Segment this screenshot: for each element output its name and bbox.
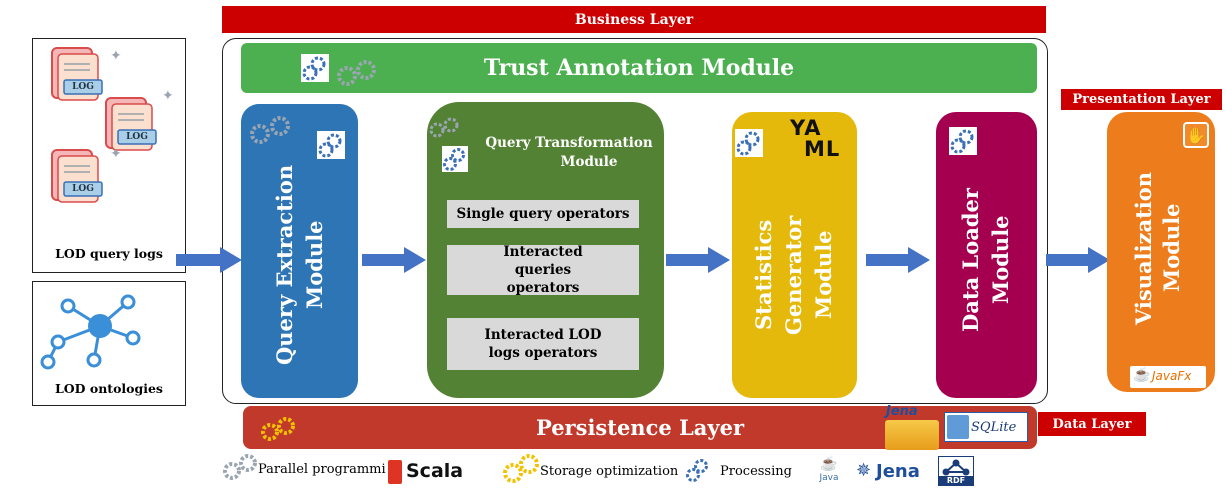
jena-label: Jena [886, 404, 918, 419]
hand-pointer-icon: ✋ [1183, 122, 1209, 148]
query-logs-label: LOD query logs [55, 245, 163, 261]
business-layer-label: Business Layer [574, 11, 694, 28]
arrow-icon [176, 247, 242, 273]
log-file-icon [105, 97, 157, 151]
folder-icon [885, 420, 939, 450]
log-badge: LOG [126, 132, 148, 142]
java-logo: ☕ Java [816, 456, 842, 488]
jena-logo: ✵ Jena [856, 458, 932, 486]
jena-logo: Jena [882, 404, 940, 424]
jena-feather-icon: ✵ [856, 460, 872, 481]
operator-box: Interacted queries operators [447, 244, 639, 296]
log-file-icon [51, 47, 103, 101]
ontologies-label: LOD ontologies [55, 380, 163, 396]
yaml-logo-line1: YA [790, 116, 822, 140]
legend-storage-label: Storage optimization [540, 464, 679, 479]
gear-icon [429, 117, 459, 138]
yaml-logo-line2: ML [804, 137, 841, 161]
legend-parallel-label: Parallel programmi [258, 462, 386, 477]
data-layer-banner: Data Layer [1038, 412, 1146, 436]
arrow-icon [666, 247, 730, 273]
trust-annotation-label: Trust Annotation Module [483, 55, 795, 81]
log-badge: LOG [72, 82, 94, 92]
yaml-logo: YA ML [790, 118, 854, 164]
java-cup-icon: ☕ [1133, 367, 1151, 383]
operator-box: Interacted LOD logs operators [447, 318, 639, 370]
arrow-icon [866, 247, 930, 273]
sparkle-icon: ✦ [110, 146, 122, 162]
visualization-module [1107, 112, 1215, 392]
query-transformation-title: Query Transformation Module [478, 134, 660, 174]
operator-label: Single query operators [456, 206, 630, 222]
gear-icon [317, 131, 345, 159]
business-layer-banner: Business Layer [222, 6, 1046, 33]
sqlite-label: SQLite [971, 420, 1017, 435]
gear-icon [261, 417, 295, 441]
scala-label: Scala [406, 460, 464, 482]
presentation-layer-banner: Presentation Layer [1061, 89, 1222, 110]
data-loader-module [936, 112, 1037, 398]
legend-processing-label: Processing [720, 464, 792, 479]
arrow-icon [1046, 247, 1110, 273]
javafx-label: JavaFx [1152, 369, 1192, 383]
gear-icon [442, 146, 468, 172]
gear-icon [686, 459, 708, 482]
arrow-icon [362, 247, 426, 273]
gear-icon [301, 54, 329, 82]
presentation-layer-label: Presentation Layer [1072, 92, 1211, 107]
operator-label: Interacted LOD logs operators [484, 327, 602, 361]
sparkle-icon: ✦ [162, 88, 174, 104]
javafx-logo: ☕ JavaFx [1130, 366, 1206, 388]
data-loader-label: Data Loader Module [958, 188, 1013, 332]
sqlite-logo: SQLite [944, 412, 1028, 442]
gear-icon [337, 60, 376, 86]
query-transformation-title-line1: Query Transformation [485, 135, 653, 151]
persistence-layer-label: Persistence Layer [535, 415, 745, 440]
java-cup-icon: ☕ [820, 456, 838, 472]
network-icon [40, 294, 141, 370]
gear-icon [223, 454, 257, 480]
rdf-logo: RDF [938, 456, 974, 486]
rdf-graph-icon [942, 459, 970, 476]
scala-logo: Scala [388, 458, 468, 486]
query-extraction-label: Query Extraction Module [272, 164, 327, 366]
operator-label: Interacted queries operators [503, 244, 583, 296]
visualization-label: Visualization Module [1131, 171, 1184, 325]
gear-icon [503, 454, 539, 483]
gear-icon [735, 129, 763, 157]
operator-box: Single query operators [447, 200, 639, 228]
data-layer-label: Data Layer [1052, 416, 1132, 432]
log-badge: LOG [72, 184, 94, 194]
statistics-generator-module [732, 112, 857, 398]
query-transformation-title-line2: Module [560, 154, 618, 170]
sqlite-feather-icon [947, 415, 969, 439]
rdf-label: RDF [939, 476, 973, 485]
log-file-icon [51, 149, 103, 203]
sparkle-icon: ✦ [110, 48, 122, 64]
statistics-generator-label: Statistics Generator Module [751, 215, 836, 335]
jena-label: Jena [876, 461, 920, 482]
java-label: Java [819, 473, 839, 483]
scala-icon [388, 460, 402, 484]
gear-icon [949, 127, 977, 155]
gear-icon [250, 116, 290, 144]
